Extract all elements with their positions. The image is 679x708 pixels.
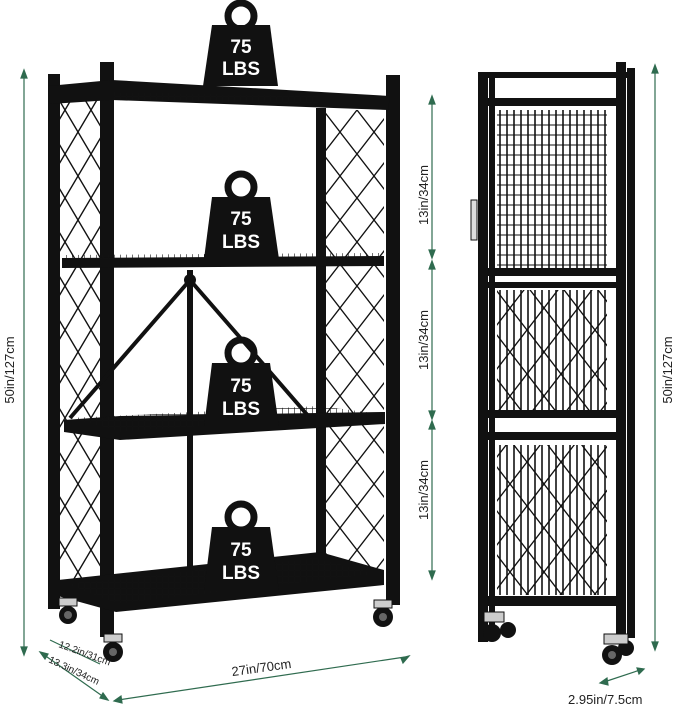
- weight-unit: LBS: [222, 399, 260, 420]
- weight-icon-4: 75 LBS: [204, 500, 279, 591]
- weight-unit: LBS: [222, 232, 260, 253]
- weight-icon-3: 75 LBS: [204, 336, 279, 427]
- weight-icon-2: 75 LBS: [204, 170, 279, 259]
- front-left-post: [100, 62, 114, 637]
- caster-wheels: [58, 597, 393, 662]
- weight-unit: LBS: [222, 59, 260, 80]
- back-left-post: [48, 74, 60, 609]
- weight-unit: LBS: [222, 563, 260, 584]
- dimension-lines: [20, 63, 659, 704]
- total-height-label: 50in/127cm: [2, 336, 17, 403]
- left-side-panel: [58, 95, 102, 595]
- folded-thickness-label: 2.95in/7.5cm: [568, 692, 642, 707]
- tier-spacing-label-top: 13in/34cm: [416, 165, 431, 225]
- front-right-post: [386, 75, 400, 605]
- weight-icon-1: 75 LBS: [203, 0, 278, 86]
- weight-number: 75: [230, 540, 252, 561]
- tier-spacing-label-middle: 13in/34cm: [416, 310, 431, 370]
- weight-number: 75: [230, 37, 252, 58]
- weight-number: 75: [230, 376, 252, 397]
- tier-spacing-label-bottom: 13in/34cm: [416, 460, 431, 520]
- weight-number: 75: [230, 209, 252, 230]
- right-side-panel: [326, 110, 384, 580]
- folded-height-label: 50in/127cm: [660, 336, 675, 403]
- folded-shelf-unit: [470, 62, 635, 665]
